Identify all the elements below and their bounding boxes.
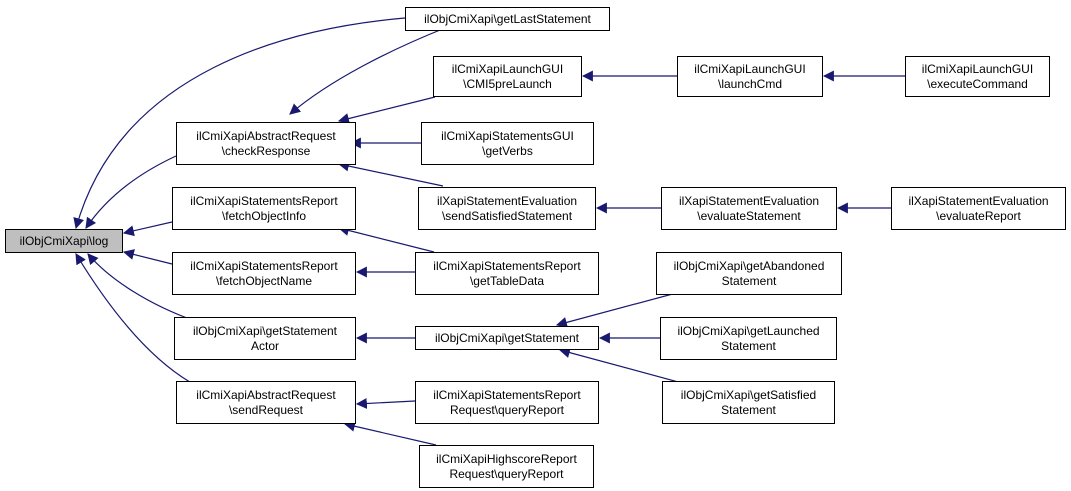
edges	[73, 17, 905, 446]
node-cmi5prelaunch-line-1: ilCmiXapiLaunchGUI	[451, 61, 564, 76]
node-sendrequest-line-2: \sendRequest	[228, 402, 304, 417]
node-gettabledata[interactable]: ilCmiXapiStatementsReport \getTableData	[415, 252, 599, 295]
node-executecommand[interactable]: ilCmiXapiLaunchGUI \executeCommand	[905, 56, 1050, 97]
node-getabandoned[interactable]: ilObjCmiXapi\getAbandoned Statement	[656, 252, 842, 295]
node-sendrequest-line-1: ilCmiXapiAbstractRequest	[196, 387, 336, 402]
node-getsatisfied-line-1: ilObjCmiXapi\getSatisfied	[680, 387, 817, 402]
edge-sendsatisfied-to-checkresponse	[337, 160, 444, 187]
node-cmi5prelaunch-line-2: \CMI5preLaunch	[463, 76, 552, 91]
edge-getstatementactor-to-log	[87, 253, 196, 322]
node-getverbs-line-2: \getVerbs	[482, 143, 533, 158]
edge-getlaststatement-to-checkresponse	[289, 27, 446, 115]
node-sendsatisfiedstatement[interactable]: ilXapiStatementEvaluation \sendSatisfied…	[418, 187, 596, 230]
node-getsatisfied-line-2: Statement	[721, 402, 776, 417]
node-queryreport-statements-line-1: ilCmiXapiStatementsReport	[433, 387, 581, 402]
node-sendsatisfiedstatement-line-2: \sendSatisfiedStatement	[441, 208, 573, 223]
edge-checkresponse-to-log	[85, 155, 177, 229]
edge-getabandoned-to-getstatement	[555, 291, 681, 328]
node-checkresponse-line-1: ilCmiXapiAbstractRequest	[196, 128, 336, 143]
node-queryreport-highscore[interactable]: ilCmiXapiHighscoreReport Request\queryRe…	[419, 445, 594, 488]
node-getstatement-line-1: ilObjCmiXapi\getStatement	[434, 330, 580, 345]
node-getlaunched-line-1: ilObjCmiXapi\getLaunched	[677, 323, 820, 338]
node-executecommand-line-2: \executeCommand	[927, 76, 1028, 91]
node-queryreport-statements[interactable]: ilCmiXapiStatementsReport Request\queryR…	[415, 381, 599, 424]
node-gettabledata-line-1: ilCmiXapiStatementsReport	[433, 258, 581, 273]
node-checkresponse-line-2: \checkResponse	[221, 143, 311, 158]
node-getstatementactor-line-1: ilObjCmiXapi\getStatement	[192, 323, 338, 338]
node-getlaunched[interactable]: ilObjCmiXapi\getLaunched Statement	[660, 317, 837, 360]
node-getabandoned-line-2: Statement	[721, 273, 777, 288]
node-log: ilObjCmiXapi\log	[5, 229, 123, 253]
node-evaluatestatement[interactable]: ilXapiStatementEvaluation \evaluateState…	[661, 187, 837, 230]
node-queryreport-highscore-line-1: ilCmiXapiHighscoreReport	[436, 451, 577, 466]
edge-getlaststatement-to-log	[73, 17, 406, 230]
node-evaluatestatement-line-2: \evaluateStatement	[697, 208, 801, 223]
node-queryreport-statements-line-2: Request\queryReport	[449, 402, 565, 417]
edge-queryhighscore-to-sendrequest	[343, 420, 437, 446]
node-getabandoned-line-1: ilObjCmiXapi\getAbandoned	[673, 258, 825, 273]
edge-querystatements-to-sendrequest	[355, 397, 416, 409]
edge-sendrequest-to-log	[75, 253, 196, 386]
node-fetchobjectinfo[interactable]: ilCmiXapiStatementsReport \fetchObjectIn…	[172, 187, 356, 230]
node-queryreport-highscore-line-2: Request\queryReport	[449, 466, 564, 481]
node-evaluatereport[interactable]: ilXapiStatementEvaluation \evaluateRepor…	[891, 187, 1066, 230]
node-getlaststatement[interactable]: ilObjCmiXapi\getLastStatement	[405, 7, 610, 31]
node-fetchobjectname[interactable]: ilCmiXapiStatementsReport \fetchObjectNa…	[172, 252, 356, 295]
node-evaluatereport-line-1: ilXapiStatementEvaluation	[908, 193, 1049, 208]
node-gettabledata-line-2: \getTableData	[469, 273, 545, 288]
node-getstatementactor[interactable]: ilObjCmiXapi\getStatement Actor	[174, 317, 356, 360]
node-getsatisfied[interactable]: ilObjCmiXapi\getSatisfied Statement	[662, 381, 835, 424]
node-getlaunched-line-2: Statement	[721, 338, 776, 353]
node-fetchobjectinfo-line-1: ilCmiXapiStatementsReport	[190, 193, 338, 208]
edge-cmi5prelaunch-to-checkresponse	[337, 96, 436, 124]
edge-fetchobjectinfo-to-log	[122, 221, 173, 237]
node-evaluatereport-line-2: \evaluateReport	[936, 208, 1021, 223]
node-fetchobjectname-line-1: ilCmiXapiStatementsReport	[190, 258, 338, 273]
node-sendsatisfiedstatement-line-1: ilXapiStatementEvaluation	[436, 193, 578, 208]
node-launchcmd[interactable]: ilCmiXapiLaunchGUI \launchCmd	[677, 56, 823, 97]
edge-gettabledata-to-fetchobjectinfo	[337, 225, 435, 253]
node-fetchobjectinfo-line-2: \fetchObjectInfo	[221, 208, 307, 223]
edge-fetchobjectname-to-log	[122, 249, 173, 265]
node-log-line-1: ilObjCmiXapi\log	[19, 233, 109, 248]
node-executecommand-line-1: ilCmiXapiLaunchGUI	[921, 61, 1034, 76]
node-cmi5prelaunch[interactable]: ilCmiXapiLaunchGUI \CMI5preLaunch	[433, 56, 582, 97]
node-getverbs-line-1: ilCmiXapiStatementsGUI	[441, 128, 574, 143]
node-sendrequest[interactable]: ilCmiXapiAbstractRequest \sendRequest	[176, 381, 356, 424]
node-getstatement[interactable]: ilObjCmiXapi\getStatement	[415, 326, 599, 350]
node-launchcmd-line-2: \launchCmd	[717, 76, 783, 91]
edge-getsatisfied-to-getstatement	[558, 347, 683, 384]
node-getstatementactor-line-2: Actor	[250, 338, 279, 353]
node-launchcmd-line-1: ilCmiXapiLaunchGUI	[694, 61, 806, 76]
node-fetchobjectname-line-2: \fetchObjectName	[215, 273, 313, 288]
node-evaluatestatement-line-1: ilXapiStatementEvaluation	[678, 193, 820, 208]
node-checkresponse[interactable]: ilCmiXapiAbstractRequest \checkResponse	[176, 122, 356, 165]
node-getlaststatement-line-1: ilObjCmiXapi\getLastStatement	[424, 11, 591, 26]
node-getverbs[interactable]: ilCmiXapiStatementsGUI \getVerbs	[421, 122, 594, 165]
